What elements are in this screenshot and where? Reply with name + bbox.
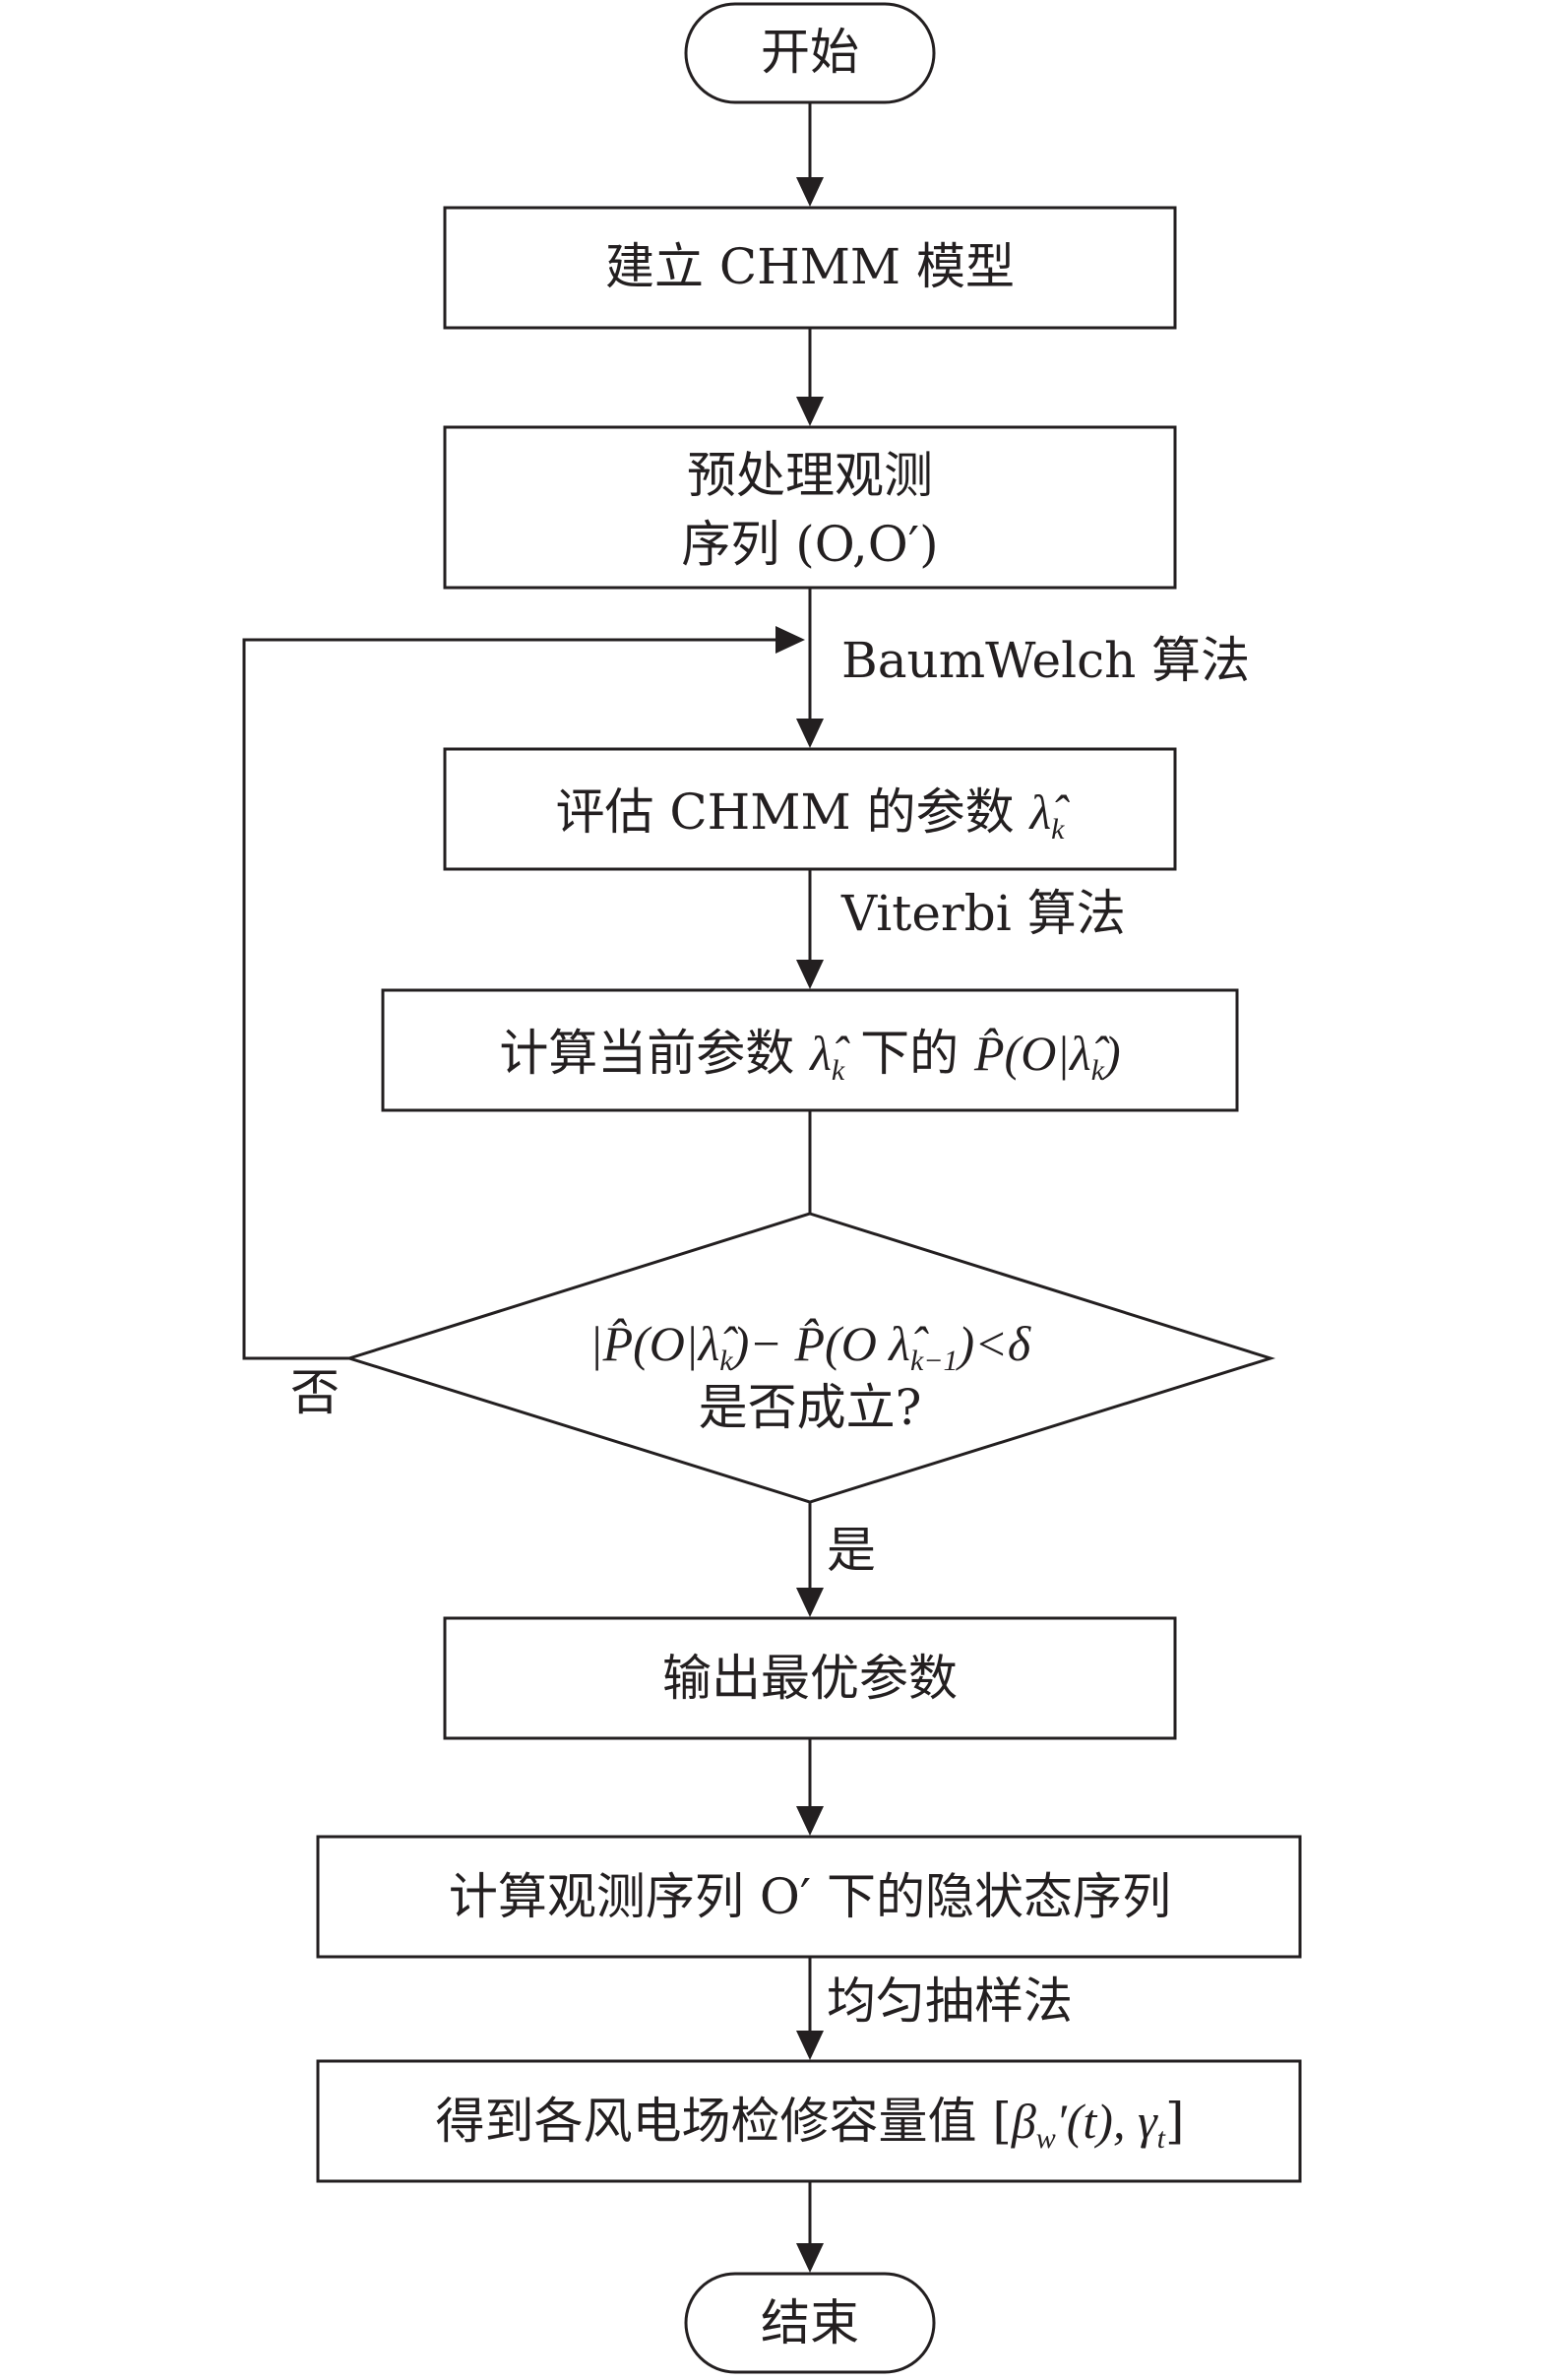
edge-no-loop — [242, 638, 777, 1360]
label-no: 否 — [290, 1364, 340, 1421]
estimate-label: 评估 CHMM 的参数 λ̂k — [556, 783, 1071, 846]
output-params-label: 输出最优参数 — [662, 1650, 958, 1707]
label-yes: 是 — [827, 1522, 876, 1579]
arrowhead — [796, 719, 824, 748]
build-model-box — [443, 206, 1177, 330]
arrowhead — [796, 2031, 824, 2060]
preprocess-line-1: 预处理观测 — [687, 447, 933, 504]
arrowhead — [796, 177, 824, 207]
arrowhead — [796, 1588, 824, 1617]
arrowhead — [796, 1806, 824, 1836]
label-sampling: 均匀抽样法 — [827, 1973, 1073, 2030]
decision-line-2: 是否成立? — [699, 1379, 922, 1436]
preprocess-line-2: 序列 (O,O′) — [681, 516, 938, 573]
arrowhead — [796, 397, 824, 426]
label-viterbi: Viterbi 算法 — [840, 885, 1126, 942]
compute-p-label: 计算当前参数 λ̂k 下的 P̂(O|λ̂k) — [499, 1025, 1120, 1087]
end-label: 结束 — [761, 2294, 859, 2351]
capacity-label: 得到各风电场检修容量值 [βw′(t), γt] — [435, 2093, 1184, 2155]
compute-p-box — [381, 988, 1239, 1112]
label-baumwelch: BaumWelch 算法 — [841, 632, 1250, 689]
capacity-box — [316, 2059, 1302, 2183]
arrowhead — [796, 2243, 824, 2273]
estimate-box — [443, 747, 1177, 871]
decision-line-1: |P̂(O|λ̂k)− P̂(O λ̂k−1)<δ — [589, 1316, 1031, 1377]
end-terminal — [684, 2272, 936, 2374]
arrowhead — [796, 960, 824, 989]
build-model-label: 建立 CHMM 模型 — [605, 238, 1015, 295]
hidden-states-label: 计算观测序列 O′ 下的隐状态序列 — [449, 1868, 1171, 1925]
start-label: 开始 — [761, 24, 859, 81]
arrowhead — [775, 626, 805, 654]
